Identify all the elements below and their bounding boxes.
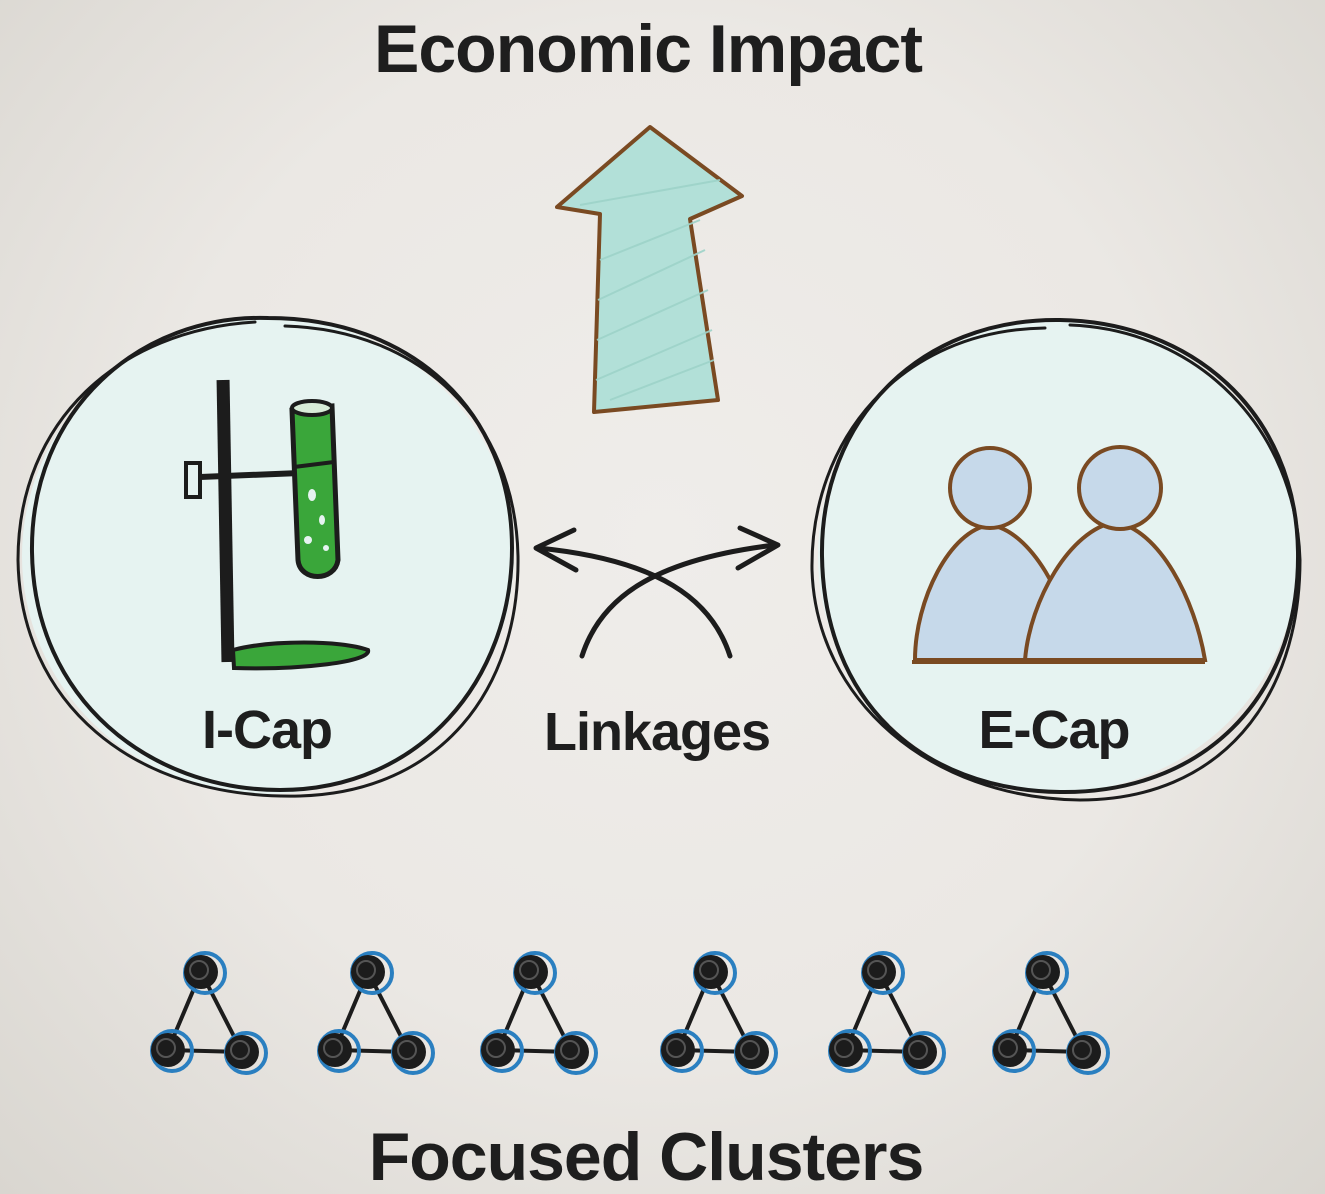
cluster-node bbox=[661, 1033, 695, 1067]
triangle-network-icon bbox=[992, 951, 1110, 1075]
cluster-node bbox=[903, 1035, 937, 1069]
cluster-node bbox=[1067, 1035, 1101, 1069]
cluster-node bbox=[225, 1035, 259, 1069]
e-cap-label: E-Cap bbox=[978, 700, 1129, 760]
up-arrow-icon bbox=[555, 125, 744, 414]
focused-clusters-group bbox=[150, 951, 1110, 1075]
cluster-node bbox=[184, 955, 218, 989]
linkages-label: Linkages bbox=[544, 702, 770, 762]
i-cap-circle bbox=[16, 315, 520, 798]
i-cap-label: I-Cap bbox=[202, 700, 332, 760]
two-people-icon bbox=[912, 445, 1208, 664]
cluster-node bbox=[318, 1033, 352, 1067]
cluster-node bbox=[392, 1035, 426, 1069]
triangle-network-icon bbox=[660, 951, 778, 1075]
cluster-node bbox=[514, 955, 548, 989]
cluster-node bbox=[829, 1033, 863, 1067]
cluster-node bbox=[481, 1033, 515, 1067]
cluster-node bbox=[862, 955, 896, 989]
cluster-node bbox=[735, 1035, 769, 1069]
cluster-node bbox=[151, 1033, 185, 1067]
test-tube-stand-icon bbox=[184, 379, 370, 671]
cluster-node bbox=[993, 1033, 1027, 1067]
cluster-node bbox=[351, 955, 385, 989]
triangle-network-icon bbox=[317, 951, 435, 1075]
cluster-node bbox=[694, 955, 728, 989]
e-cap-circle bbox=[810, 317, 1302, 802]
triangle-network-icon bbox=[828, 951, 946, 1075]
cluster-node bbox=[555, 1035, 589, 1069]
crossed-arrows-icon bbox=[533, 525, 781, 659]
economic-impact-title: Economic Impact bbox=[374, 11, 922, 87]
triangle-network-icon bbox=[480, 951, 598, 1075]
triangle-network-icon bbox=[150, 951, 268, 1075]
focused-clusters-title: Focused Clusters bbox=[369, 1119, 924, 1194]
cluster-node bbox=[1026, 955, 1060, 989]
